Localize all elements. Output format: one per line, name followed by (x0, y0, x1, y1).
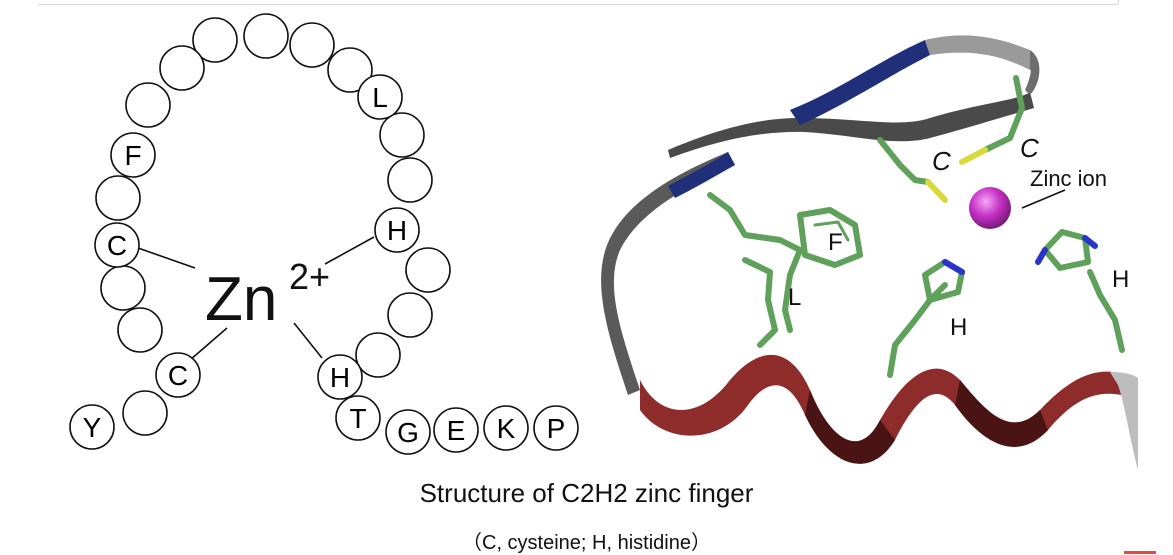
residue-k: K (483, 405, 529, 451)
label-l: L (788, 284, 801, 311)
svg-text:E: E (447, 415, 466, 446)
zinc-symbol: Zn (205, 265, 277, 334)
zinc-charge: 2+ (289, 256, 330, 297)
svg-text:H: H (330, 362, 350, 393)
residue-e: E (433, 407, 479, 453)
bond-c-upper (137, 247, 196, 269)
svg-text:Y: Y (83, 412, 102, 443)
ribbon-left-strand (601, 152, 735, 395)
sulfur-left (925, 179, 948, 203)
figure-title: Structure of C2H2 zinc finger (419, 478, 754, 508)
svg-text:F: F (124, 140, 141, 171)
nitrogen-right-2 (1082, 235, 1098, 249)
residue-p: P (533, 405, 579, 451)
nitrogen-right-1 (1035, 247, 1048, 265)
phe-backbone (707, 192, 803, 333)
zinc-ion-sphere (969, 187, 1011, 229)
label-c-right: C (1020, 133, 1039, 163)
figure-subtitle: （C, cysteine; H, histidine） (462, 532, 711, 554)
protein-ribbon-structure (601, 35, 1138, 470)
label-h-mid: H (950, 314, 967, 341)
svg-text:L: L (372, 82, 388, 113)
svg-text:H: H (387, 215, 407, 246)
zinc-ion-pointer (1021, 189, 1066, 209)
svg-text:K: K (497, 413, 516, 444)
cys-left-sidechain (877, 137, 931, 185)
ribbon-upper-loop (668, 92, 1034, 158)
bond-h-upper (324, 236, 375, 265)
svg-text:P: P (547, 413, 566, 444)
his-mid-sidechain (887, 282, 948, 378)
svg-text:C: C (107, 230, 127, 261)
leu-sidechain (742, 257, 778, 348)
label-f: F (828, 229, 843, 256)
phe-ring (797, 207, 863, 268)
residue-t: T (335, 395, 381, 441)
sulfur-right (959, 147, 988, 165)
beta-strand-upper (790, 40, 930, 125)
residue-h-upper: H (374, 207, 420, 253)
svg-text:C: C (168, 360, 188, 391)
label-c-left: C (932, 146, 951, 176)
residue-f: F (110, 132, 156, 178)
ribbon-top-turn (925, 35, 1030, 70)
residue-g: G (385, 409, 431, 455)
residue-c-upper: C (94, 222, 140, 268)
svg-text:T: T (349, 403, 366, 434)
zinc-ion-label: Zinc ion (1030, 166, 1107, 191)
bond-h-lower (293, 322, 323, 359)
residue-y: Y (69, 404, 115, 450)
his-right-sidechain (1087, 269, 1125, 353)
cys-right-sidechain (982, 75, 1025, 153)
svg-text:G: G (397, 417, 419, 448)
bond-c-lower (189, 327, 228, 361)
his-right-ring (1042, 229, 1091, 271)
top-divider-end (1118, 0, 1119, 4)
nitrogen-mid (942, 259, 965, 275)
residue-l: L (357, 74, 403, 120)
zn-bonds (137, 236, 375, 361)
label-h-right: H (1112, 266, 1129, 293)
residue-h-lower: H (317, 354, 363, 400)
top-divider (38, 0, 1118, 5)
residue-c-lower: C (155, 352, 201, 398)
corner-accent (1124, 551, 1156, 554)
